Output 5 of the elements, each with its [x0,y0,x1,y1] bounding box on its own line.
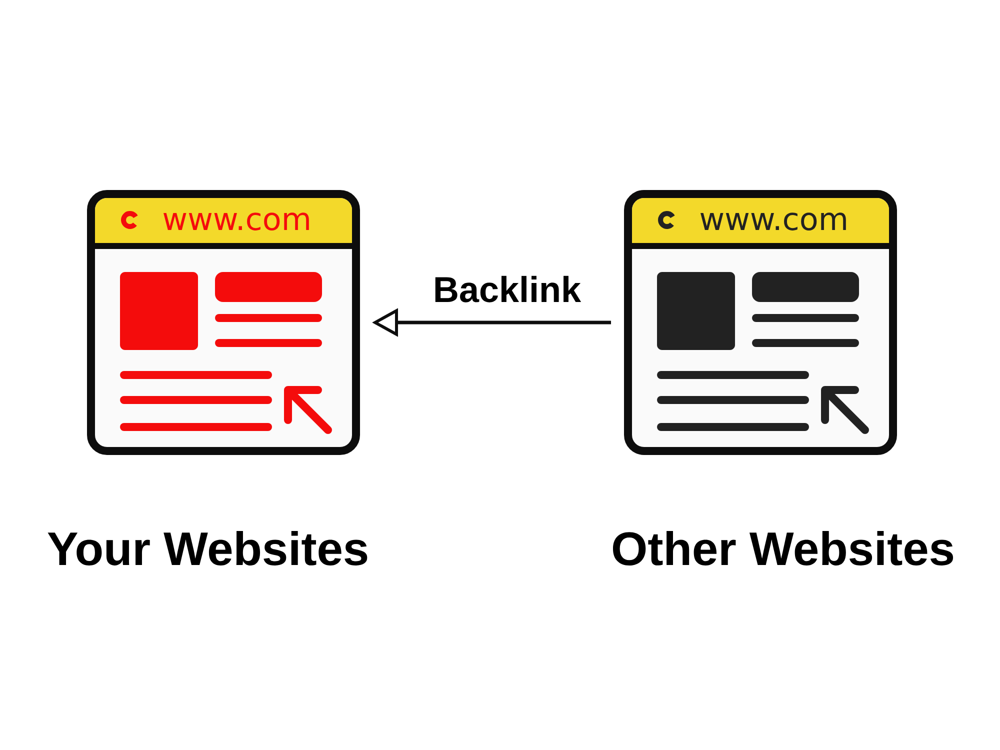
node-label: Your Websites [48,530,368,566]
edge-label: Backlink [430,274,584,304]
address-bar: www.com [632,198,890,243]
address-bar: www.com [95,198,352,243]
node-label: Other Websites [613,530,954,566]
